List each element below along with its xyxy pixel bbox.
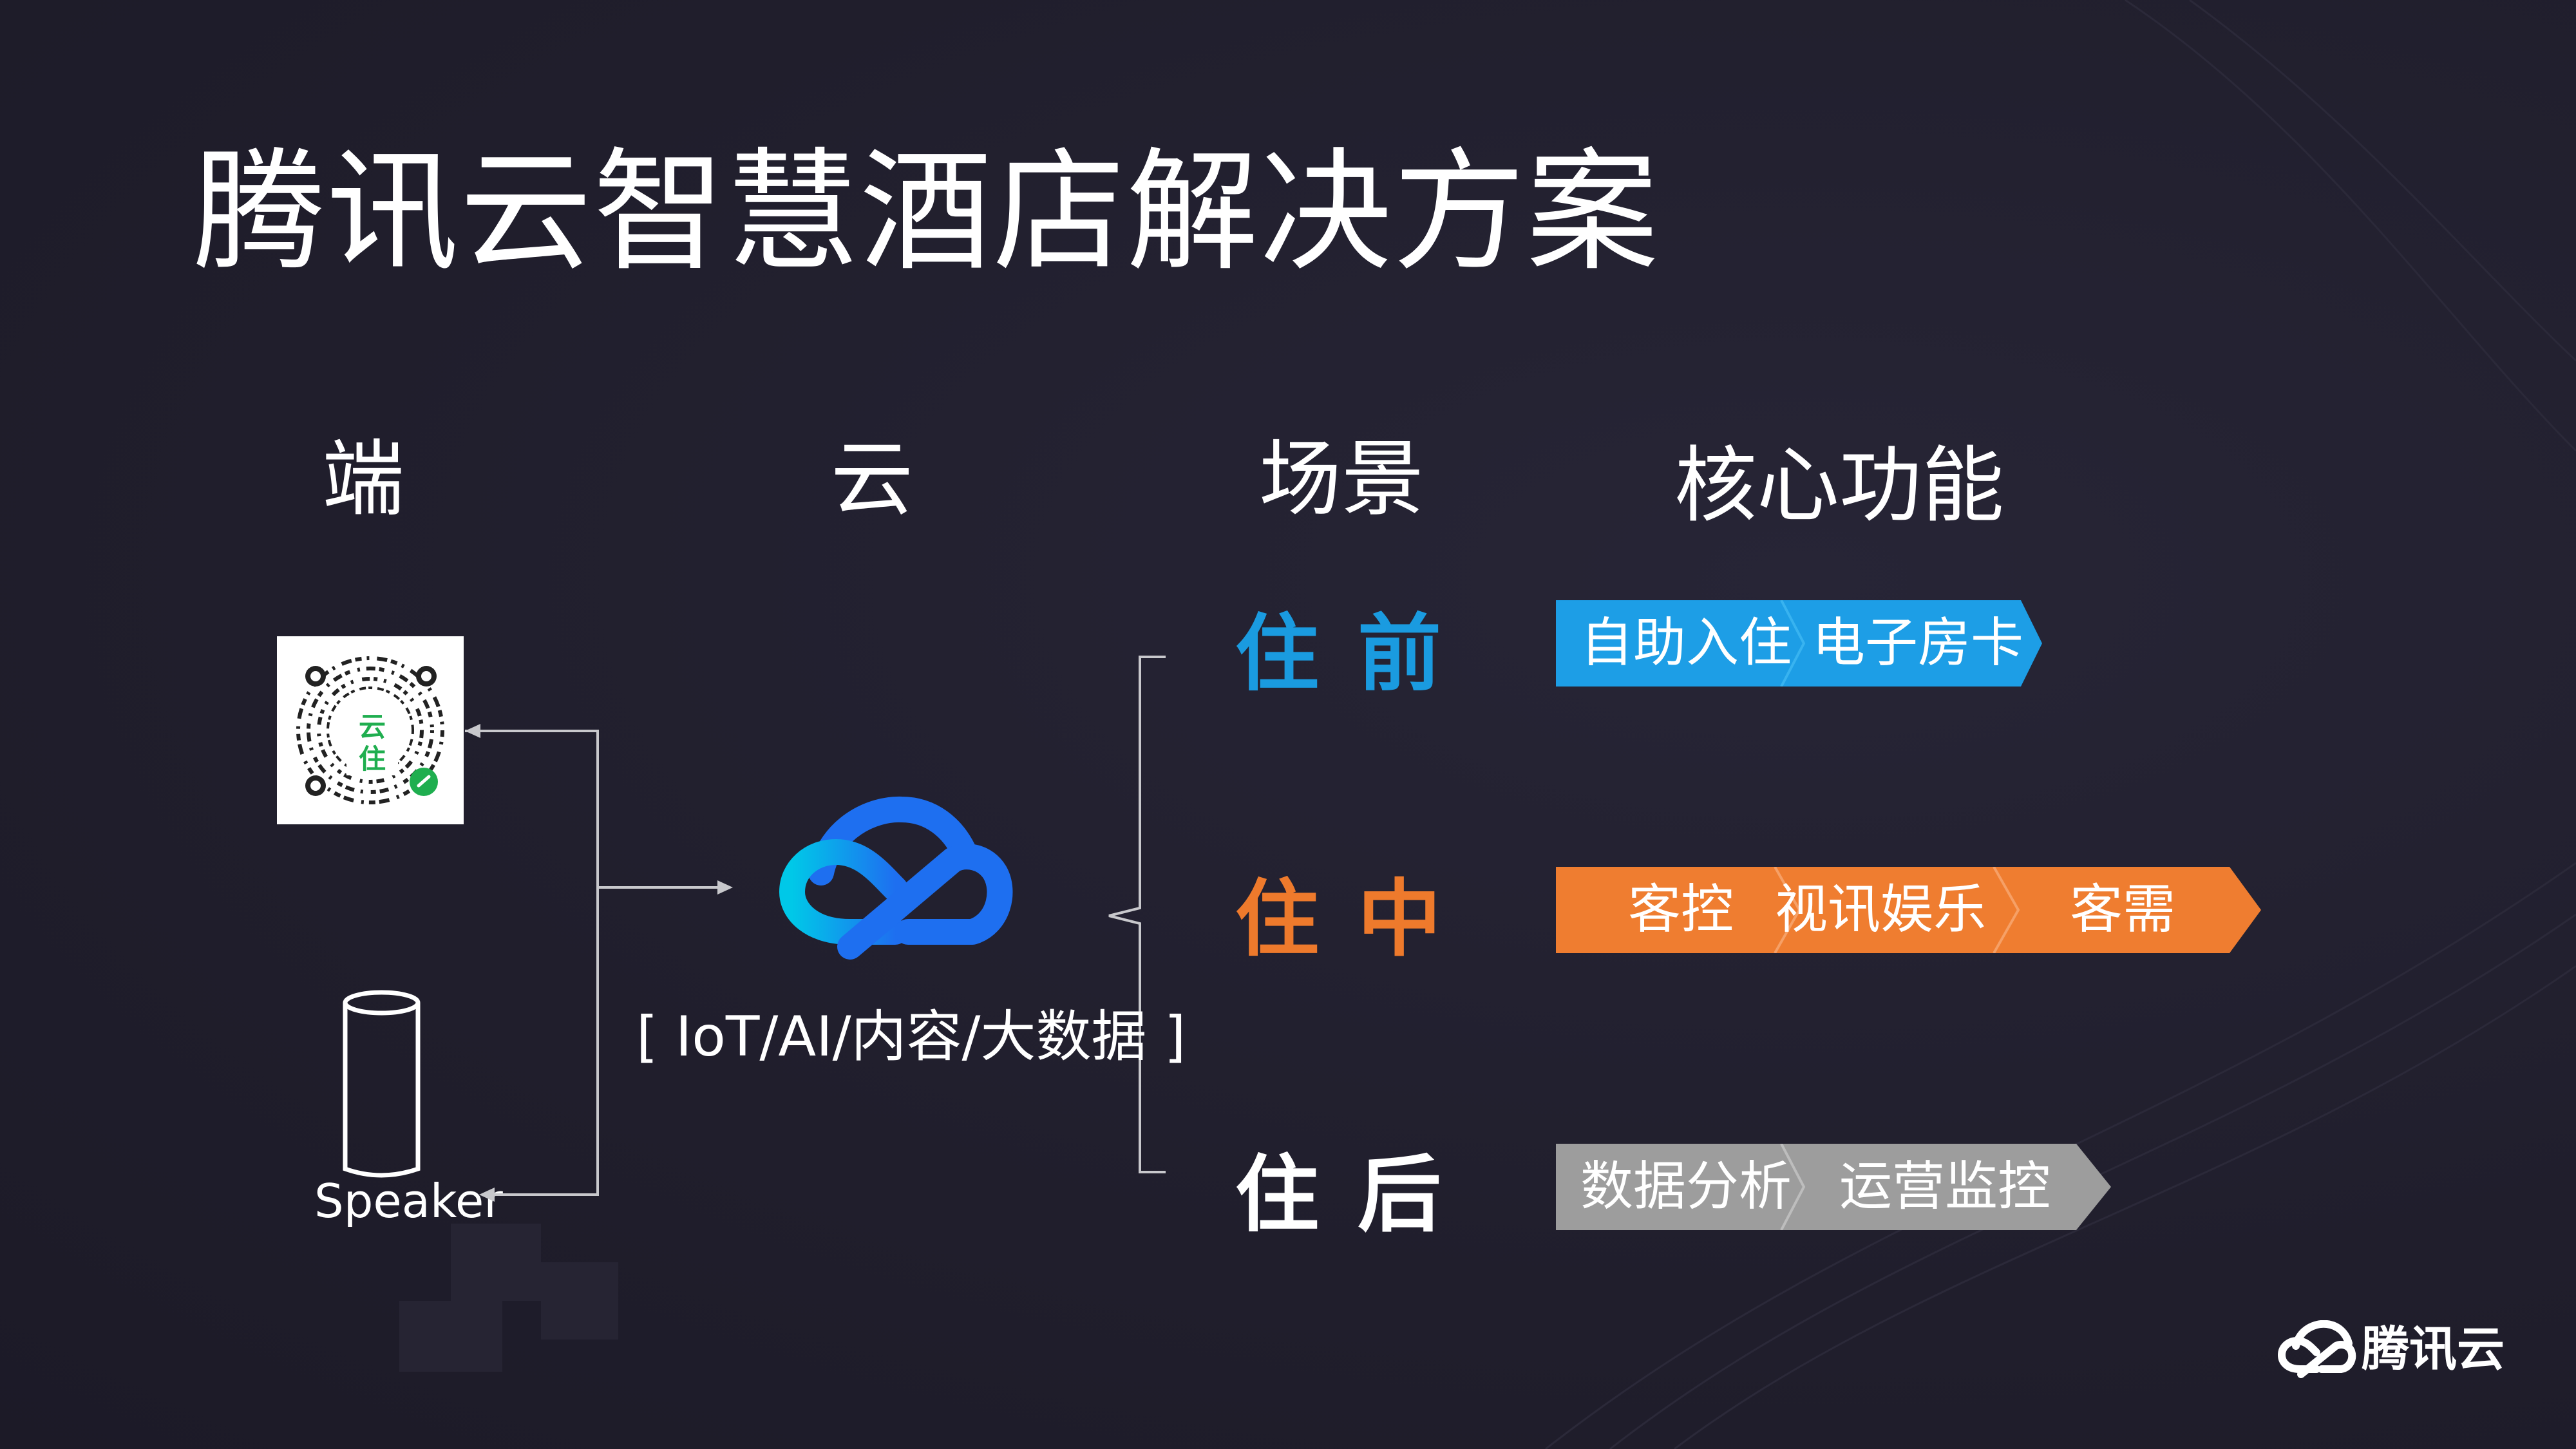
cloud-logo-icon (779, 796, 1013, 960)
stage-after-stay: 住后 (1235, 1146, 1480, 1243)
feature-operations-monitoring[interactable]: 运营监控 (1781, 1144, 2084, 1230)
feature-guest-requests[interactable]: 客需 (1994, 867, 2239, 953)
brand-name: 腾讯云 (2362, 1321, 2505, 1377)
feature-row-during-stay: 客控 视讯娱乐 客需 (1556, 867, 2264, 953)
stage-before-stay: 住前 (1235, 605, 1480, 702)
feature-self-checkin[interactable]: 自助入住 (1556, 600, 1792, 687)
speaker-label: Speaker (314, 1174, 503, 1228)
feature-room-control[interactable]: 客控 (1556, 867, 1775, 953)
feature-guest-requests-label: 客需 (2070, 879, 2176, 940)
feature-self-checkin-label: 自助入住 (1580, 612, 1792, 674)
stage-before-char1: 住 (1235, 605, 1320, 703)
miniprogram-code[interactable]: 云住 (277, 636, 464, 824)
stage-after-char2: 后 (1358, 1146, 1442, 1244)
speaker-icon (343, 990, 421, 1178)
column-header-device: 端 (322, 431, 405, 527)
feature-video-entertainment[interactable]: 视讯娱乐 (1775, 867, 1994, 953)
stage-during-stay: 住中 (1235, 871, 1480, 967)
feature-e-room-card-label: 电子房卡 (1812, 612, 2024, 674)
column-header-cloud: 云 (831, 431, 914, 527)
page-title: 腾讯云智慧酒店解决方案 (193, 136, 1660, 289)
column-header-core-functions: 核心功能 (1674, 438, 2005, 534)
feature-row-before-stay: 自助入住 电子房卡 (1556, 600, 2045, 687)
stage-during-char2: 中 (1358, 870, 1442, 968)
miniprogram-name: 云住 (346, 711, 398, 775)
feature-room-control-label: 客控 (1628, 879, 1734, 940)
feature-chevrons-before (1556, 600, 2042, 687)
column-header-scene: 场景 (1259, 431, 1425, 527)
cloud-capabilities-caption: [ IoT/AI/内容/大数据 ] (636, 1005, 1186, 1069)
stage-after-char1: 住 (1235, 1146, 1320, 1244)
feature-data-analysis[interactable]: 数据分析 (1556, 1144, 1792, 1230)
feature-row-after-stay: 数据分析 运营监控 (1556, 1144, 2116, 1230)
feature-video-entertainment-label: 视讯娱乐 (1775, 879, 1987, 940)
feature-operations-monitoring-label: 运营监控 (1839, 1156, 2051, 1217)
stage-during-char1: 住 (1235, 870, 1320, 968)
feature-chevrons-after (1556, 1144, 2111, 1230)
feature-data-analysis-label: 数据分析 (1580, 1156, 1792, 1217)
stage-before-char2: 前 (1358, 605, 1442, 703)
feature-e-room-card[interactable]: 电子房卡 (1781, 600, 2026, 687)
feature-chevrons-during (1556, 867, 2261, 953)
tencent-cloud-icon (2277, 1320, 2356, 1378)
